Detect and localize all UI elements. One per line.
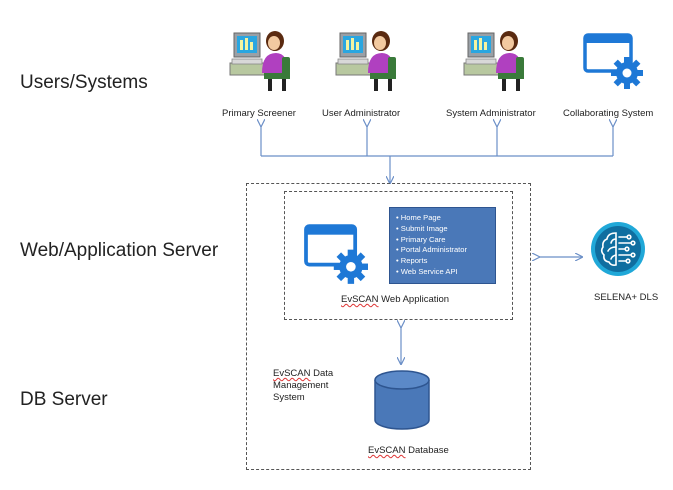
database-label-rest: Database [405, 445, 449, 456]
user-at-computer-icon [335, 31, 396, 91]
selena-label: SELENA+ DLS [594, 292, 659, 303]
web-app-label-rest: Web Application [378, 294, 450, 305]
web-app-boundary [284, 191, 513, 320]
dms-label: EvSCAN Data Management System [273, 368, 333, 404]
web-app-label: EvSCAN Web Application [341, 294, 449, 305]
user-at-computer-icon [229, 31, 290, 91]
dms-label-line1-rest: Data [310, 368, 334, 379]
tier-label-users: Users/Systems [20, 72, 148, 93]
dms-label-brand: EvSCAN [273, 368, 311, 379]
database-label-brand: EvSCAN [368, 445, 406, 456]
tier-label-web: Web/Application Server [20, 240, 219, 261]
dms-label-line3: System [273, 392, 305, 403]
app-window-gear-icon [304, 224, 368, 284]
ai-brain-icon [591, 222, 645, 276]
database-cylinder-icon [374, 370, 430, 430]
actor-label-primary-screener: Primary Screener [222, 108, 296, 119]
user-at-computer-icon [463, 31, 524, 91]
tier-label-db: DB Server [20, 389, 108, 410]
server-boundary [246, 183, 531, 470]
app-window-gear-icon [583, 33, 643, 89]
web-app-label-brand: EvSCAN [341, 294, 379, 305]
feature-item: Reports [396, 256, 489, 267]
feature-item: Portal Administrator [396, 245, 489, 256]
web-app-feature-list: Home Page Submit Image Primary Care Port… [389, 207, 496, 284]
feature-item: Submit Image [396, 224, 489, 235]
actor-label-user-administrator: User Administrator [322, 108, 401, 119]
feature-item: Primary Care [396, 235, 489, 246]
actor-label-collaborating-system: Collaborating System [563, 108, 654, 119]
feature-item: Home Page [396, 213, 489, 224]
dms-label-line1: EvSCAN Data [273, 368, 333, 380]
database-label: EvSCAN Database [368, 445, 449, 456]
dms-label-line2: Management [273, 380, 329, 391]
actor-label-system-administrator: System Administrator [446, 108, 536, 119]
feature-item: Web Service API [396, 267, 489, 278]
